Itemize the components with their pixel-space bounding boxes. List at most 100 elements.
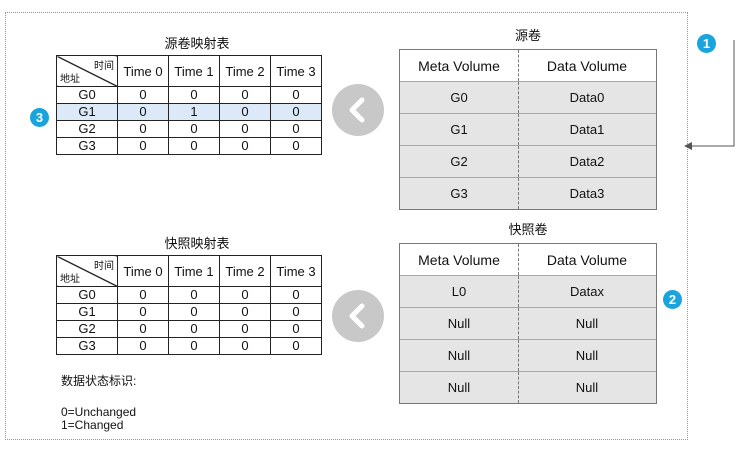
meta-cell: G0 [450, 90, 468, 105]
legend-item-changed: 1=Changed [61, 418, 124, 432]
address-cell: G3 [56, 137, 118, 155]
table-cell: 0 [270, 137, 322, 155]
table-cell: 0 [117, 303, 169, 321]
table-cell: 0 [168, 137, 220, 155]
data-cell: Datax [570, 284, 604, 299]
volume-header-row: Meta Volume Data Volume [400, 50, 656, 82]
table-row-highlighted: G1 0 1 0 0 [56, 103, 322, 121]
address-cell: G0 [56, 286, 118, 304]
column-header: Time 3 [270, 55, 322, 87]
table-cell: 0 [168, 320, 220, 338]
table-cell: 0 [117, 337, 169, 355]
table-cell: 0 [270, 286, 322, 304]
table-cell: 0 [219, 86, 271, 104]
diagram-frame [5, 12, 688, 440]
meta-cell: G1 [450, 122, 468, 137]
data-volume-header: Data Volume [546, 57, 628, 74]
chevron-left-icon [332, 84, 384, 136]
snapshot-volume-box: Meta Volume Data Volume L0 Datax Null Nu… [399, 243, 657, 404]
data-cell: Data1 [569, 122, 605, 137]
table-cell: 0 [117, 320, 169, 338]
table-cell: 0 [270, 103, 322, 121]
column-header: Time 0 [117, 55, 169, 87]
corner-address-label: 地址 [60, 274, 80, 285]
table-row: G0 0 0 0 0 [56, 86, 322, 104]
corner-time-label: 时间 [94, 261, 114, 272]
meta-cell: G3 [450, 186, 468, 201]
volume-row: Null Null [400, 372, 656, 403]
source-mapping-table: 时间 地址 Time 0 Time 1 Time 2 Time 3 G0 0 0… [56, 55, 322, 155]
volume-row: G2 Data2 [400, 146, 656, 178]
column-header: Time 1 [168, 255, 220, 287]
data-volume-header: Data Volume [546, 251, 628, 268]
table-cell: 0 [168, 286, 220, 304]
data-cell: Data0 [569, 90, 605, 105]
source-volume-title: 源卷 [514, 28, 541, 43]
snapshot-volume-title: 快照卷 [508, 222, 548, 237]
data-cell: Data2 [569, 154, 605, 169]
data-cell: Data3 [569, 186, 605, 201]
legend-item-unchanged: 0=Unchanged [61, 405, 137, 419]
column-header: Time 3 [270, 255, 322, 287]
volume-row: Null Null [400, 308, 656, 340]
meta-cell: Null [447, 348, 471, 363]
meta-cell: G2 [450, 154, 468, 169]
table-cell: 0 [168, 86, 220, 104]
badge-two: 2 [663, 290, 682, 309]
table-cell: 1 [168, 103, 220, 121]
volume-row: G0 Data0 [400, 82, 656, 114]
volume-row: Null Null [400, 340, 656, 372]
meta-cell: Null [447, 316, 471, 331]
address-cell: G2 [56, 120, 118, 138]
table-cell: 0 [219, 320, 271, 338]
table-row: G1 0 0 0 0 [56, 303, 322, 321]
meta-cell: L0 [451, 284, 467, 299]
table-row: G0 0 0 0 0 [56, 286, 322, 304]
table-cell: 0 [219, 103, 271, 121]
table-cell: 0 [219, 303, 271, 321]
table-row: G3 0 0 0 0 [56, 337, 322, 355]
column-header: Time 2 [219, 55, 271, 87]
column-header: Time 2 [219, 255, 271, 287]
table-cell: 0 [117, 286, 169, 304]
table-cell: 0 [168, 337, 220, 355]
table-cell: 0 [219, 120, 271, 138]
volume-row: G3 Data3 [400, 178, 656, 209]
table-cell: 0 [117, 86, 169, 104]
address-cell: G0 [56, 86, 118, 104]
badge-three: 3 [30, 108, 49, 127]
volume-row: L0 Datax [400, 276, 656, 308]
snapshot-table-title: 快照映射表 [164, 236, 230, 251]
table-cell: 0 [117, 137, 169, 155]
address-cell: G2 [56, 320, 118, 338]
table-row: G2 0 0 0 0 [56, 320, 322, 338]
column-header: Time 0 [117, 255, 169, 287]
table-row: G3 0 0 0 0 [56, 137, 322, 155]
table-cell: 0 [270, 86, 322, 104]
badge-one: 1 [697, 34, 716, 53]
meta-volume-header: Meta Volume [418, 251, 500, 268]
table-cell: 0 [270, 120, 322, 138]
table-cell: 0 [270, 337, 322, 355]
table-cell: 0 [270, 303, 322, 321]
data-cell: Null [575, 316, 599, 331]
table-corner-header: 时间 地址 [56, 55, 118, 87]
volume-row: G1 Data1 [400, 114, 656, 146]
column-header: Time 1 [168, 55, 220, 87]
table-cell: 0 [168, 120, 220, 138]
table-row: G2 0 0 0 0 [56, 120, 322, 138]
address-cell: G3 [56, 337, 118, 355]
table-cell: 0 [270, 320, 322, 338]
table-cell: 0 [219, 286, 271, 304]
feedback-connector [684, 40, 735, 150]
address-cell: G1 [56, 103, 118, 121]
source-table-title: 源卷映射表 [164, 36, 230, 51]
volume-header-row: Meta Volume Data Volume [400, 244, 656, 276]
snapshot-mapping-table: 时间 地址 Time 0 Time 1 Time 2 Time 3 G0 0 0… [56, 255, 322, 355]
chevron-left-icon [332, 290, 384, 342]
table-corner-header: 时间 地址 [56, 255, 118, 287]
table-cell: 0 [117, 120, 169, 138]
corner-time-label: 时间 [94, 61, 114, 72]
data-cell: Null [575, 348, 599, 363]
meta-volume-header: Meta Volume [418, 57, 500, 74]
